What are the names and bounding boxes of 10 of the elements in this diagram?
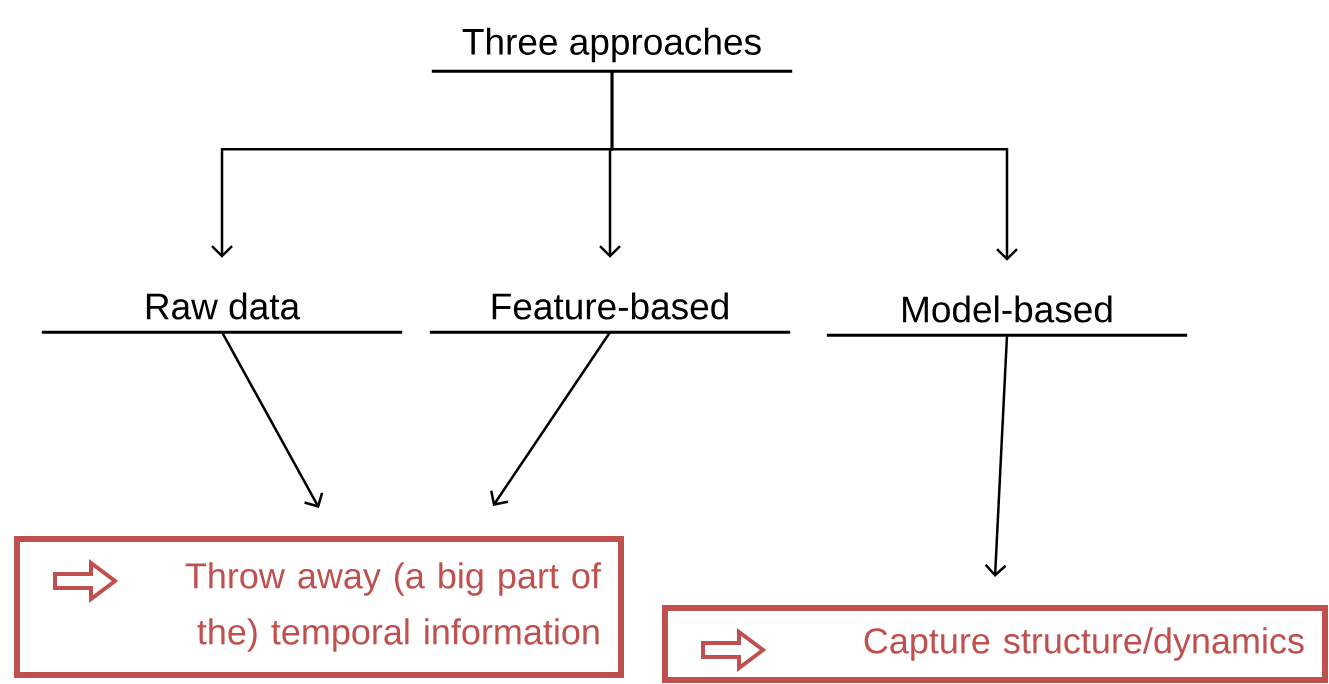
arrow xyxy=(490,331,612,506)
underlined-heading: Feature-based xyxy=(429,292,791,334)
conclusion-box: Throw away (a big part of the) temporal information xyxy=(14,536,624,678)
arrow xyxy=(984,335,1009,577)
underlined-heading: Model-based xyxy=(826,295,1188,337)
underlined-heading: Raw data xyxy=(41,292,403,334)
conclusion-box: Capture structure/dynamics xyxy=(662,605,1328,683)
underlined-heading: Three approaches xyxy=(431,27,793,73)
arrow xyxy=(610,71,1018,261)
arrow xyxy=(220,331,324,508)
